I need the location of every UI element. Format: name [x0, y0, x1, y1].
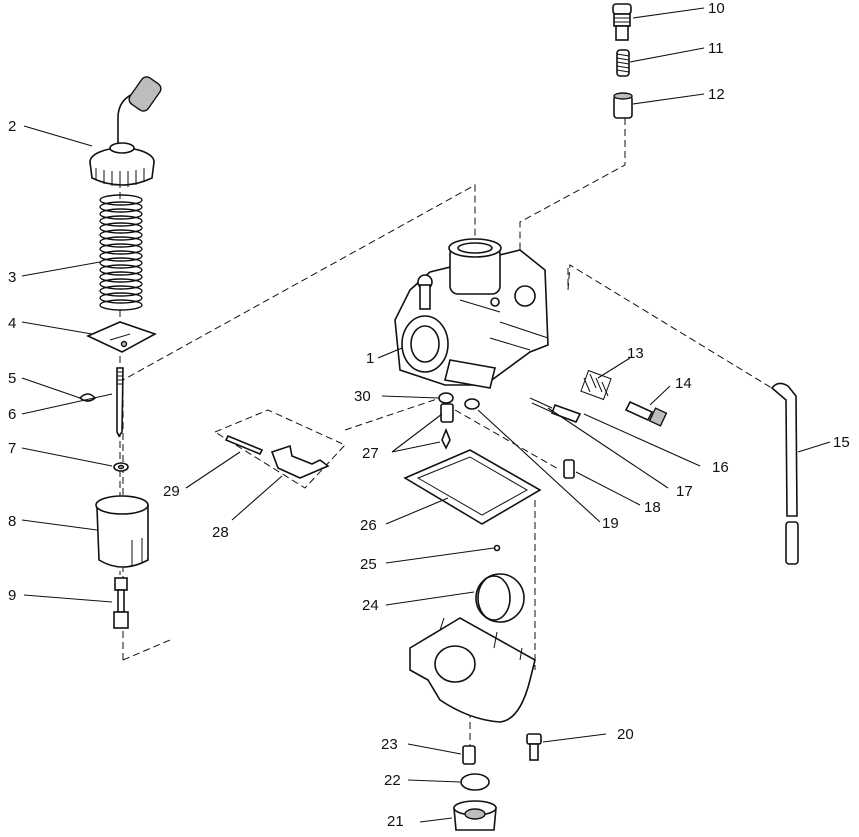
- vent-tube: [770, 382, 799, 565]
- idle-screw-assembly: [529, 397, 582, 424]
- spring-coil: [99, 201, 143, 213]
- spring-coil: [99, 292, 143, 304]
- spring-coil: [99, 222, 143, 234]
- callout-17: 17: [676, 483, 693, 500]
- bowl-screw: [526, 733, 542, 761]
- callout-28: 28: [212, 524, 229, 541]
- callout-labels: 2 3 4 5 6 7 8 9 10 11 12 1 13 14 15 16 1…: [8, 0, 850, 830]
- spring-coil: [99, 285, 143, 297]
- carburetor-body: [394, 238, 549, 389]
- callout-12: 12: [708, 86, 725, 103]
- callout-18: 18: [644, 499, 661, 516]
- spring-coil: [99, 250, 143, 262]
- callout-27: 27: [362, 445, 379, 462]
- float-bowl: [409, 617, 536, 723]
- parts: [78, 3, 799, 831]
- callout-26: 26: [360, 517, 377, 534]
- jet-needle: [116, 367, 124, 438]
- callout-13: 13: [627, 345, 644, 362]
- top-fitting: [612, 3, 632, 41]
- spring-coil: [99, 299, 143, 311]
- callout-9: 9: [8, 587, 16, 604]
- o-ring-19: [464, 398, 480, 410]
- plunger: [613, 92, 633, 119]
- callout-8: 8: [8, 513, 16, 530]
- callout-25: 25: [360, 556, 377, 573]
- main-jet: [462, 745, 476, 765]
- needle-valve-seat: [440, 403, 454, 450]
- callout-7: 7: [8, 440, 16, 457]
- callout-24: 24: [362, 597, 379, 614]
- callout-1: 1: [366, 350, 374, 367]
- callout-16: 16: [712, 459, 729, 476]
- small-spring: [616, 49, 630, 77]
- spring-coil: [99, 194, 143, 206]
- mixing-chamber-cap: [89, 76, 162, 187]
- callout-30: 30: [354, 388, 371, 405]
- callout-20: 20: [617, 726, 634, 743]
- spring-coil: [99, 208, 143, 220]
- spring-coil: [99, 257, 143, 269]
- callout-2: 2: [8, 118, 16, 135]
- callout-14: 14: [675, 375, 692, 392]
- callout-15: 15: [833, 434, 850, 451]
- callout-11: 11: [708, 40, 724, 57]
- spring-coil: [99, 236, 143, 248]
- spring-coil: [99, 271, 143, 283]
- callout-23: 23: [381, 736, 398, 753]
- float-arm: [270, 444, 330, 479]
- spring-coil: [99, 264, 143, 276]
- pilot-jet: [563, 459, 575, 479]
- pilot-air-spring: [580, 369, 612, 401]
- spring-coil: [99, 215, 143, 227]
- float: [475, 573, 525, 623]
- callout-3: 3: [8, 269, 16, 286]
- spring-coil: [99, 278, 143, 290]
- callout-19: 19: [602, 515, 619, 532]
- throttle-spring: [99, 194, 143, 311]
- drain-plug: [453, 800, 497, 831]
- callout-4: 4: [8, 315, 16, 332]
- pilot-air-screw: [624, 400, 668, 427]
- washer-30: [438, 392, 454, 404]
- float-bowl-gasket: [403, 449, 542, 525]
- spring-coil: [99, 243, 143, 255]
- callout-10: 10: [708, 0, 725, 17]
- ball: [493, 544, 501, 552]
- callout-6: 6: [8, 406, 16, 423]
- spring-coil: [99, 229, 143, 241]
- throttle-valve: [95, 495, 149, 568]
- callout-21: 21: [387, 813, 404, 830]
- leader-lines: [21, 7, 831, 823]
- needle-jet: [113, 577, 129, 629]
- float-pin: [224, 434, 264, 456]
- callout-5: 5: [8, 370, 16, 387]
- callout-22: 22: [384, 772, 401, 789]
- callout-29: 29: [163, 483, 180, 500]
- o-ring-22: [460, 773, 490, 791]
